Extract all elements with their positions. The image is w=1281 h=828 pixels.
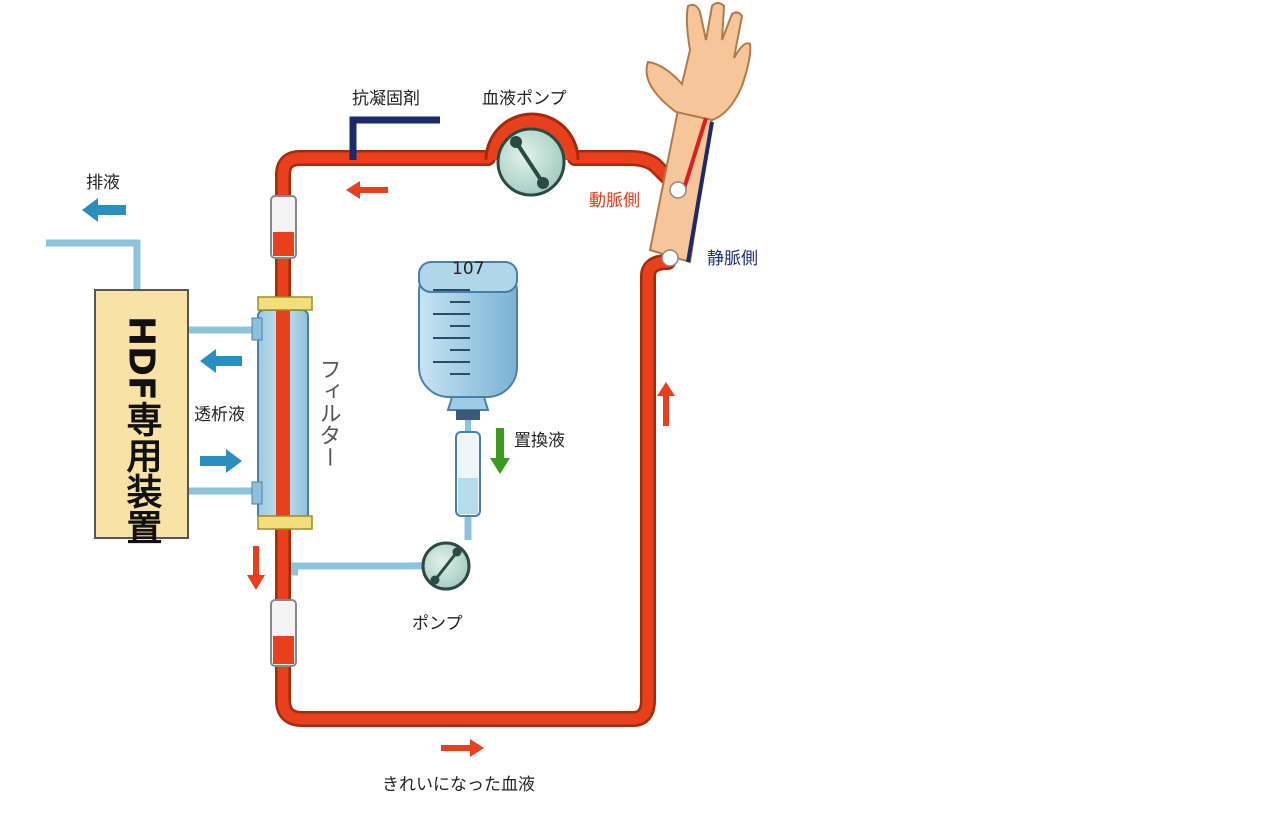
filter xyxy=(251,296,313,530)
substitution-fluid-bag xyxy=(418,261,518,420)
arrow-left-icon xyxy=(346,181,388,199)
venous-side-label: 静脈側 xyxy=(707,249,758,269)
arrow-right-icon xyxy=(441,739,484,757)
anticoagulant-line xyxy=(349,116,440,160)
anticoagulant-label: 抗凝固剤 xyxy=(352,89,420,109)
drip-chamber-upper xyxy=(270,195,297,259)
hdf-device-box xyxy=(94,289,189,539)
substitution-pump xyxy=(421,541,471,591)
arrow-up-icon xyxy=(657,382,675,426)
blood-pump-label: 血液ポンプ xyxy=(482,89,567,109)
clean-blood-label: きれいになった血液 xyxy=(382,775,535,795)
blood-pump xyxy=(484,112,580,197)
dialysate-lines xyxy=(46,239,258,495)
dialysate-label: 透析液 xyxy=(194,405,245,425)
dialysate-flow-arrows xyxy=(82,198,242,473)
arrow-down-icon xyxy=(247,546,265,590)
substitution-arrow-icon xyxy=(490,428,510,474)
forearm-hand xyxy=(645,2,752,267)
bag-number-label: 107 xyxy=(452,259,484,279)
filter-label: フィルター xyxy=(316,358,341,468)
substitution-fluid-label: 置換液 xyxy=(514,431,565,451)
substitution-drip-chamber xyxy=(455,420,481,517)
blood-flow-arrows xyxy=(247,181,675,757)
drip-chamber-lower xyxy=(270,599,297,667)
blood-circuit-tube-fill xyxy=(277,152,689,725)
dialysate-out-arrow-icon xyxy=(200,349,242,373)
pump-label: ポンプ xyxy=(412,614,463,634)
drain-line xyxy=(46,239,141,290)
drain-arrow-icon xyxy=(82,198,126,222)
dialysate-in-arrow-icon xyxy=(200,449,242,473)
arterial-side-label: 動脈側 xyxy=(589,191,640,211)
drain-label: 排液 xyxy=(86,173,120,193)
blood-circuit-tube xyxy=(275,150,691,727)
hdf-device-label: HDF専用装置 xyxy=(121,316,163,545)
